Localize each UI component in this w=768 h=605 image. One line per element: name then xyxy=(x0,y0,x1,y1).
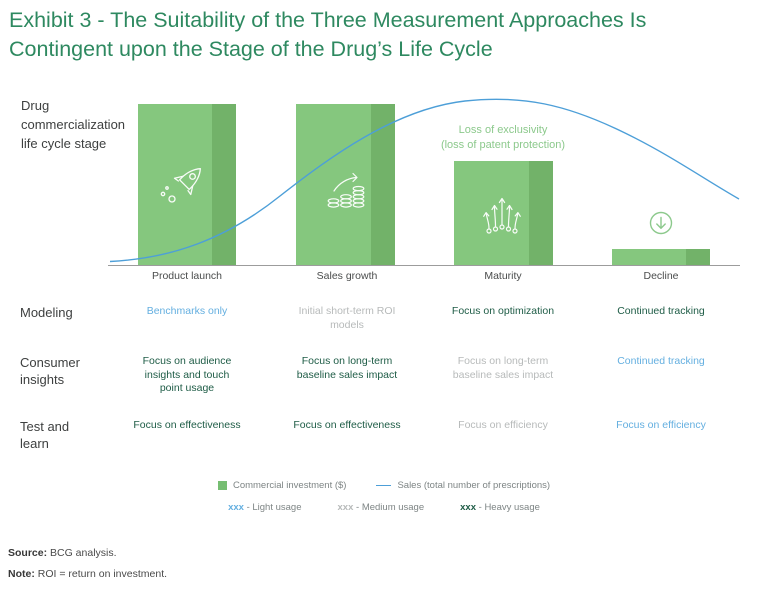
annotation-line2: (loss of patent protection) xyxy=(440,138,566,151)
cell-insights-decline: Continued tracking xyxy=(617,355,705,367)
usage-legend: xxx - Light usage xxx - Medium usage xxx… xyxy=(0,502,768,513)
cell-insights-product-launch: Focus on audience insights and touch poi… xyxy=(142,355,232,394)
note-line: Note: ROI = return on investment. xyxy=(8,568,167,580)
stage-label-maturity: Maturity xyxy=(484,270,522,282)
legend-heavy-usage: xxx - Heavy usage xyxy=(460,502,540,513)
bar-shade-strip xyxy=(371,104,395,266)
cell-modeling-decline: Continued tracking xyxy=(617,305,705,317)
note-text: ROI = return on investment. xyxy=(34,568,168,580)
stage-label-product-launch: Product launch xyxy=(151,270,223,282)
sales-line-swatch-icon xyxy=(376,485,392,486)
cell-modeling-sales-growth: Initial short-term ROI models xyxy=(298,305,396,331)
row-label-consumer-insights: Consumer insights xyxy=(20,355,80,387)
bar-shade-strip xyxy=(686,249,710,266)
legend-sales: Sales (total number of prescriptions) xyxy=(376,480,550,491)
light-usage-label: - Light usage xyxy=(243,502,302,513)
bar-maturity xyxy=(454,161,553,266)
annotation-line1: Loss of exclusivity xyxy=(458,124,548,136)
cell-insights-maturity: Focus on long-term baseline sales impact xyxy=(452,355,554,381)
bar-sales-growth xyxy=(296,104,395,266)
cell-test-maturity: Focus on efficiency xyxy=(458,419,548,431)
light-usage-swatch: xxx xyxy=(228,502,244,513)
cell-insights-sales-growth: Focus on long-term baseline sales impact xyxy=(296,355,398,381)
circled-down-arrow-icon xyxy=(649,211,673,235)
note-label: Note: xyxy=(8,568,35,580)
legend-commercial-investment: Commercial investment ($) xyxy=(217,480,347,491)
legend-investment-label: Commercial investment ($) xyxy=(232,480,347,491)
medium-usage-swatch: xxx xyxy=(337,502,354,513)
page-title-line2: Contingent upon the Stage of the Drug’s … xyxy=(9,37,493,61)
heavy-usage-swatch: xxx xyxy=(460,502,476,513)
cell-modeling-maturity: Focus on optimization xyxy=(451,305,555,317)
legend-medium-usage: xxx - Medium usage xyxy=(338,502,425,513)
source-text: BCG analysis. xyxy=(47,547,117,559)
stage-label-sales-growth: Sales growth xyxy=(316,270,378,282)
stage-label-decline: Decline xyxy=(643,270,679,282)
row-label-modeling: Modeling xyxy=(20,305,73,320)
bar-product-launch xyxy=(138,104,236,266)
source-label: Source: xyxy=(8,547,48,559)
investment-swatch-icon xyxy=(217,481,227,490)
legend-light-usage: xxx - Light usage xyxy=(228,502,301,513)
bar-shade-strip xyxy=(529,161,553,266)
page-title: Exhibit 3 - The Suitability of the Three… xyxy=(9,6,729,64)
medium-usage-label: - Medium usage xyxy=(353,502,425,513)
bar-decline xyxy=(612,249,710,266)
series-legend: Commercial investment ($) Sales (total n… xyxy=(0,480,768,491)
heavy-usage-label: - Heavy usage xyxy=(476,502,540,513)
bar-shade-strip xyxy=(212,104,236,266)
cell-modeling-product-launch: Benchmarks only xyxy=(146,305,228,317)
cell-test-sales-growth: Focus on effectiveness xyxy=(293,419,401,431)
cell-test-decline: Focus on efficiency xyxy=(616,419,706,431)
source-line: Source: BCG analysis. xyxy=(8,547,117,559)
chart-axis-label: Drug commercialization life cycle stage xyxy=(21,98,126,151)
loss-of-exclusivity-annotation: Loss of exclusivity (loss of patent prot… xyxy=(413,123,593,152)
row-label-test-and-learn: Test and learn xyxy=(20,419,70,451)
page-title-line1: Exhibit 3 - The Suitability of the Three… xyxy=(9,8,647,32)
legend-sales-label: Sales (total number of prescriptions) xyxy=(397,480,551,491)
cell-test-product-launch: Focus on effectiveness xyxy=(133,419,241,431)
